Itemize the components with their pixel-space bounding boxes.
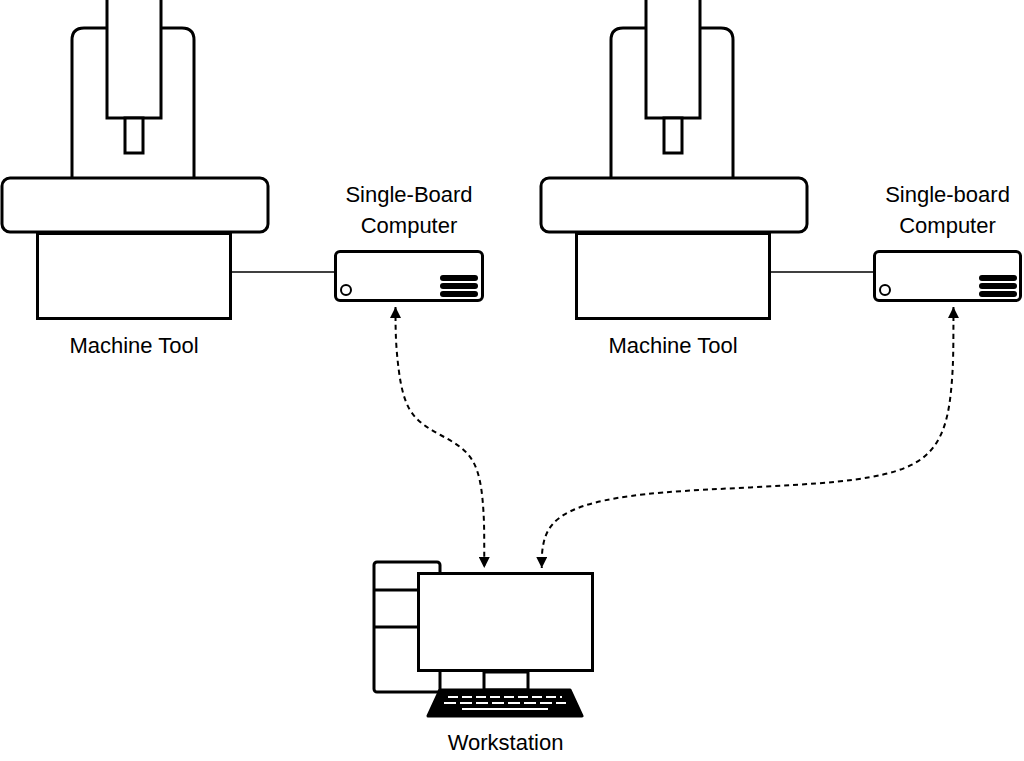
vent-bar xyxy=(440,275,478,281)
network-link xyxy=(542,307,954,568)
cutting-tool xyxy=(664,118,682,153)
key-row xyxy=(448,696,562,698)
machine-base: Machine Tool xyxy=(575,232,771,320)
spindle-housing xyxy=(107,0,161,118)
sbc-details-left xyxy=(341,275,478,297)
tower-bay xyxy=(374,626,417,629)
monitor-stand xyxy=(484,672,528,690)
device-label: Machine Tool xyxy=(608,334,737,358)
machine-base: Machine Tool xyxy=(36,232,232,320)
machine-tool-left xyxy=(2,0,268,232)
keyboard xyxy=(428,690,582,716)
vent-bar xyxy=(440,283,478,289)
machine-table xyxy=(2,178,268,232)
cutting-tool xyxy=(125,118,143,153)
keyboard-keys xyxy=(444,697,566,709)
power-led xyxy=(880,285,890,295)
device-heading: Single-board Computer xyxy=(858,179,1024,241)
vent-bar xyxy=(979,283,1017,289)
device-label: Machine Tool xyxy=(69,334,198,358)
single-board-computer: Single-Board Computer xyxy=(334,250,484,302)
power-led xyxy=(341,285,351,295)
machine-table xyxy=(541,178,807,232)
data-cable xyxy=(232,271,334,273)
single-board-computer: Single-board Computer xyxy=(873,250,1022,302)
machine-tool-right xyxy=(541,0,807,232)
device-heading: Single-Board Computer xyxy=(319,179,499,241)
space-bar xyxy=(462,708,548,710)
vent-bar xyxy=(979,291,1017,297)
spindle-housing xyxy=(646,0,700,118)
sbc-details-right xyxy=(880,275,1017,297)
workstation-monitor: Workstation xyxy=(417,572,594,672)
network-link xyxy=(396,307,485,568)
vent-bar xyxy=(440,291,478,297)
key-row xyxy=(444,702,566,704)
vent-bar xyxy=(979,275,1017,281)
tower-bay xyxy=(374,589,417,592)
device-label: Workstation xyxy=(448,731,564,755)
data-cable xyxy=(771,271,873,273)
